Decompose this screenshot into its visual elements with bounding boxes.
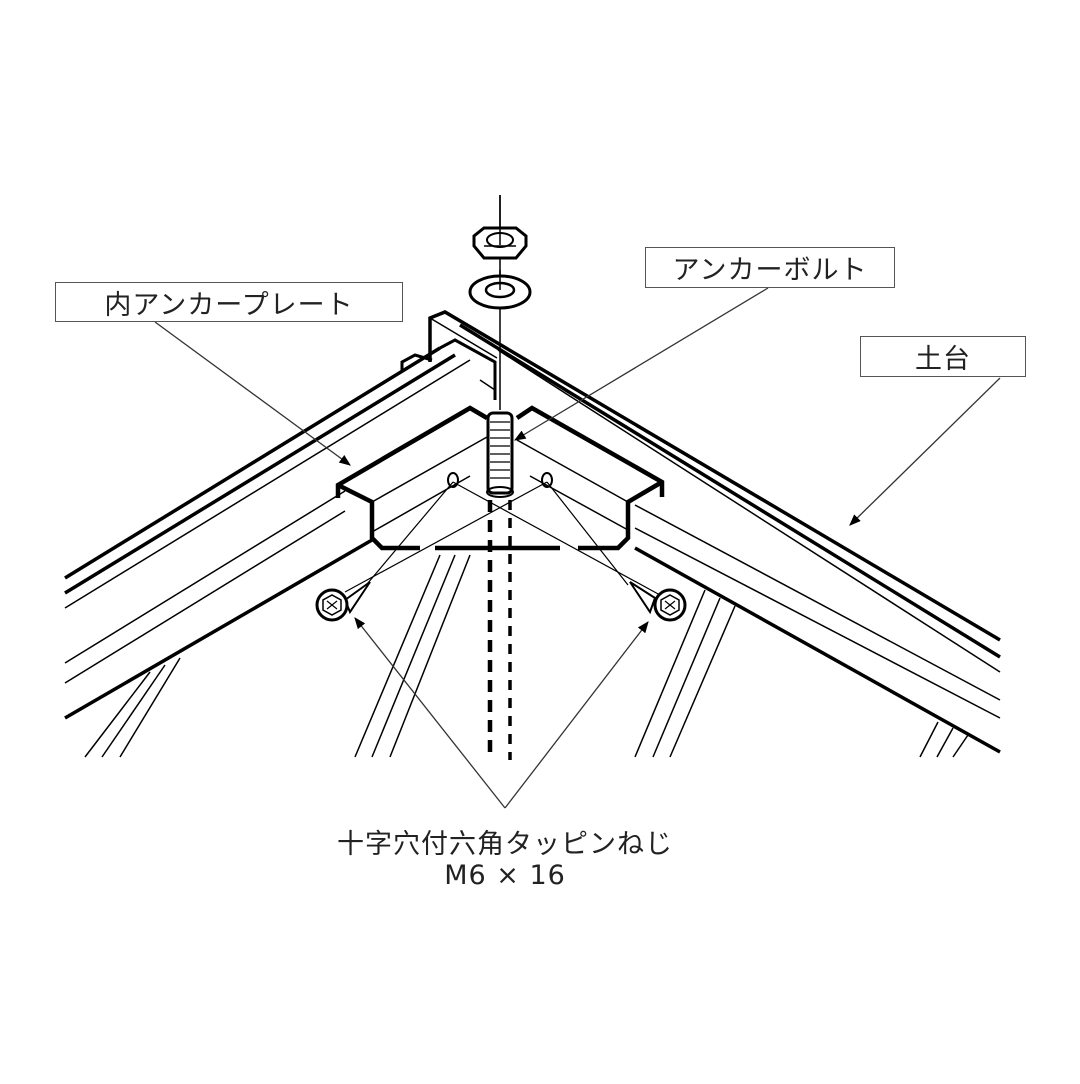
washer: [468, 270, 532, 310]
leader-screw-right: [504, 621, 649, 809]
tapping-screw-right: [629, 581, 687, 622]
label-anchor-bolt-text: アンカーボルト: [672, 255, 868, 286]
frame-braces: [84, 554, 969, 758]
caption-part-name: 十字穴付六角タッピンねじ: [337, 829, 673, 860]
inner-anchor-plate: [335, 405, 665, 596]
frame-corner-upright: [428, 310, 1001, 673]
hex-nut: [472, 195, 528, 260]
leader-inner-anchor-plate: [154, 321, 351, 466]
leader-lines: [154, 287, 1001, 809]
tapping-screw-left: [315, 581, 371, 622]
caption-part-size: M6 × 16: [444, 860, 566, 891]
base-frame-left-arm: [64, 338, 497, 720]
label-inner-anchor-plate: 内アンカープレート: [55, 282, 403, 322]
leader-anchor-bolt: [513, 287, 769, 441]
base-frame-right-arm: [634, 504, 1001, 754]
label-inner-anchor-plate-text: 内アンカープレート: [104, 289, 354, 321]
label-base-frame-text: 土台: [915, 344, 971, 375]
leader-screw-left: [354, 617, 506, 809]
label-base-frame: 土台: [860, 336, 1026, 377]
label-anchor-bolt: アンカーボルト: [645, 247, 895, 288]
leader-base-frame: [849, 377, 1001, 526]
